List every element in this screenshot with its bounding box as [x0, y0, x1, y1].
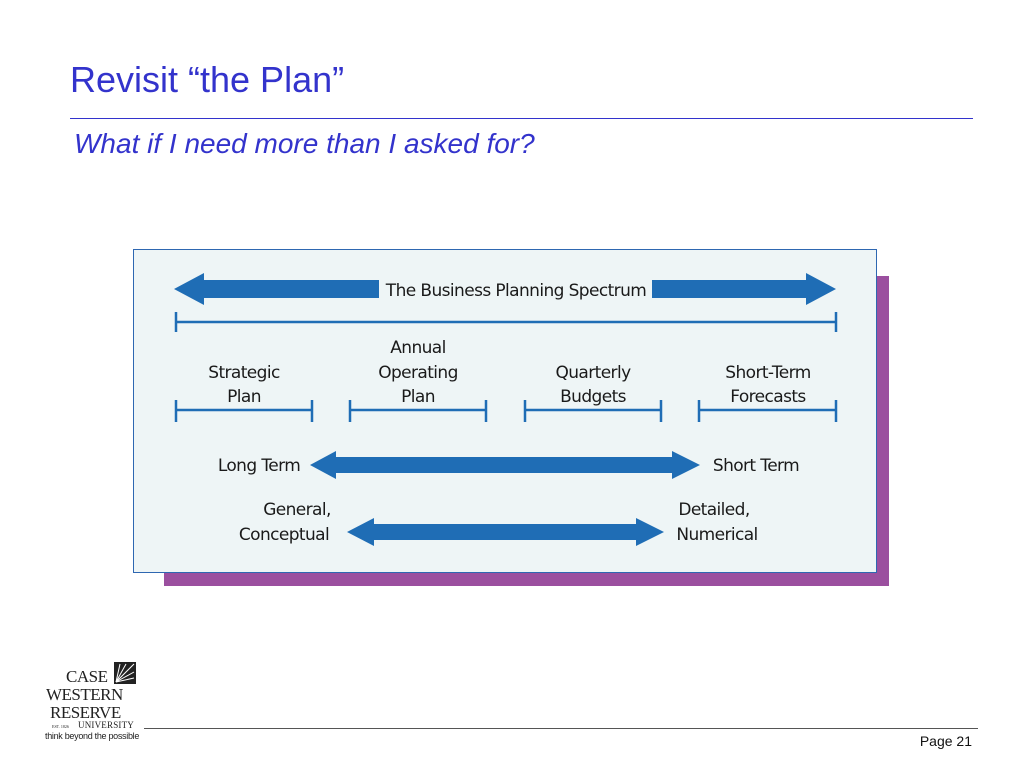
- detail-arrow-right-head: [636, 518, 664, 546]
- logo-est: EST. 1826: [52, 724, 69, 729]
- page-number: Page 21: [919, 733, 972, 749]
- logo-tagline: think beyond the possible: [45, 731, 140, 741]
- sunburst-emblem-icon: [114, 662, 136, 684]
- segment-bracket-strategic: [174, 400, 314, 422]
- segment-label-strategic-1: Strategic: [208, 363, 280, 383]
- segment-bracket-short-term: [697, 400, 838, 422]
- logo-wordmark: CASE WESTERN RESERVE EST. 1826 UNIVERSIT…: [46, 662, 136, 730]
- logo-word-western: WESTERN: [46, 685, 123, 704]
- segment-label-short-term-2: Forecasts: [730, 387, 806, 407]
- detail-left-label-2: Conceptual: [239, 525, 329, 545]
- segment-label-quarterly-2: Budgets: [560, 387, 627, 407]
- spectrum-arrow-right-head: [806, 273, 836, 305]
- spectrum-bracket: [174, 312, 838, 332]
- spectrum-arrow-left-head: [174, 273, 204, 305]
- segment-bracket-annual: [348, 400, 488, 422]
- university-logo: CASE WESTERN RESERVE EST. 1826 UNIVERSIT…: [44, 660, 144, 744]
- slide-subtitle: What if I need more than I asked for?: [74, 128, 535, 159]
- spectrum-arrow-right-shaft: [652, 280, 814, 298]
- logo-word-case: CASE: [66, 667, 108, 686]
- spectrum-arrow-left-shaft: [199, 280, 379, 298]
- slide-title: Revisit “the Plan”: [70, 59, 345, 100]
- segment-label-annual-3: Plan: [401, 387, 435, 407]
- diagram-title: The Business Planning Spectrum: [385, 281, 646, 301]
- footer-divider: [144, 728, 978, 729]
- segment-bracket-quarterly: [523, 400, 663, 422]
- detail-right-label-2: Numerical: [676, 525, 757, 545]
- diagram-canvas: The Business Planning Spectrum: [174, 273, 838, 546]
- logo-word-reserve: RESERVE: [50, 703, 121, 722]
- horizon-arrow-right-head: [672, 451, 700, 479]
- horizon-arrow-left-head: [310, 451, 336, 479]
- detail-arrow-left-head: [347, 518, 374, 546]
- detail-right-label-1: Detailed,: [678, 500, 749, 520]
- segment-label-short-term-1: Short-Term: [725, 363, 810, 383]
- detail-arrow-shaft: [370, 524, 640, 540]
- horizon-arrow-shaft: [332, 457, 672, 473]
- planning-spectrum-diagram: The Business Planning Spectrum: [133, 249, 877, 573]
- horizon-right-label: Short Term: [713, 456, 799, 476]
- detail-left-label-1: General,: [263, 500, 331, 520]
- title-divider: [70, 118, 973, 119]
- segment-label-strategic-2: Plan: [227, 387, 261, 407]
- logo-word-university: UNIVERSITY: [78, 720, 134, 730]
- horizon-left-label: Long Term: [218, 456, 300, 476]
- segment-label-annual-1: Annual: [390, 338, 446, 358]
- segment-label-annual-2: Operating: [378, 363, 458, 383]
- segment-label-quarterly-1: Quarterly: [555, 363, 631, 383]
